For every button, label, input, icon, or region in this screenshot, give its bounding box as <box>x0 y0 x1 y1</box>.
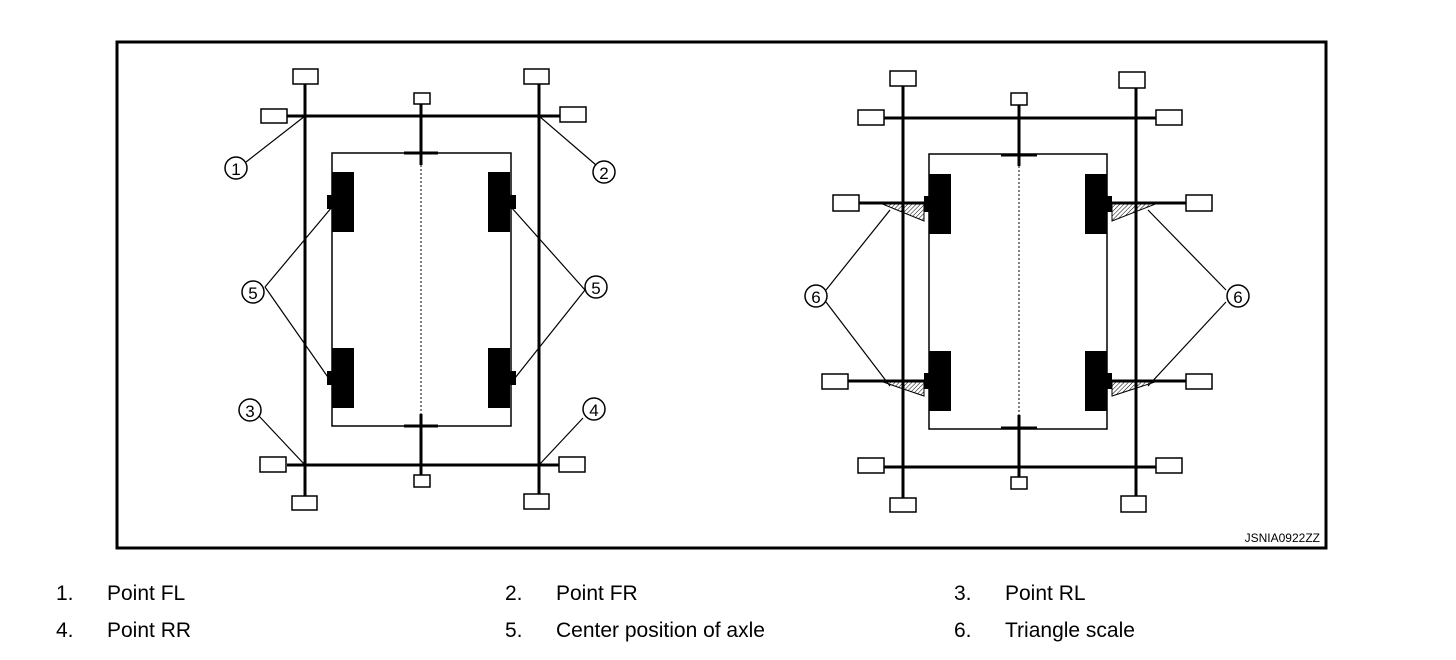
legend-label: Point FL <box>107 582 186 605</box>
callout-leaders-right <box>825 209 1227 387</box>
measuring-lines-left <box>287 84 560 496</box>
vehicle-body-right <box>928 153 1108 430</box>
svg-text:3: 3 <box>245 402 254 421</box>
triangle-scale-marks <box>879 202 1159 397</box>
legend-label: Point RR <box>107 619 192 642</box>
string-weights-right <box>821 70 1213 513</box>
svg-text:5: 5 <box>591 279 600 298</box>
legend-number: 3. <box>954 582 972 605</box>
svg-text:6: 6 <box>811 288 820 307</box>
callout-6-right: 6 <box>1226 284 1250 308</box>
callout-4: 4 <box>582 397 606 421</box>
svg-text:2: 2 <box>599 164 608 183</box>
legend-label: Point FR <box>556 582 638 605</box>
figure-frame <box>115 40 1328 550</box>
svg-text:1: 1 <box>231 160 240 179</box>
svg-text:6: 6 <box>1233 288 1242 307</box>
callout-5-left: 5 <box>241 280 265 304</box>
legend-number: 4. <box>56 619 74 642</box>
legend-number: 5. <box>505 619 523 642</box>
wheel-rear-right-r <box>1085 351 1107 411</box>
callout-leaders-left <box>245 115 597 466</box>
callout-1: 1 <box>224 156 248 180</box>
legend-label: Point RL <box>1005 582 1086 605</box>
legend-number: 6. <box>954 619 972 642</box>
wheel-rear-right <box>488 348 510 408</box>
legend-label: Center position of axle <box>556 619 765 642</box>
callout-6-left: 6 <box>804 284 828 308</box>
svg-text:4: 4 <box>589 401 598 420</box>
string-weights-left <box>259 68 587 511</box>
svg-text:5: 5 <box>248 284 257 303</box>
figure-code: JSNIA0922ZZ <box>1245 531 1320 545</box>
right-diagram: 6 6 <box>804 70 1250 513</box>
wheel-rear-left <box>332 348 354 408</box>
callout-3: 3 <box>238 398 262 422</box>
wheel-front-left-r <box>929 174 951 234</box>
legend-number: 1. <box>56 582 74 605</box>
callout-2: 2 <box>592 160 616 184</box>
legend-number: 2. <box>505 582 523 605</box>
wheel-front-right <box>488 172 510 232</box>
legend-label: Triangle scale <box>1005 619 1135 642</box>
callout-5-right: 5 <box>584 275 608 299</box>
wheel-rear-left-r <box>929 351 951 411</box>
left-diagram: 1 2 5 5 3 4 <box>224 68 616 511</box>
wheel-front-right-r <box>1085 174 1107 234</box>
wheel-front-left <box>332 172 354 232</box>
measuring-lines-right <box>834 86 1200 498</box>
